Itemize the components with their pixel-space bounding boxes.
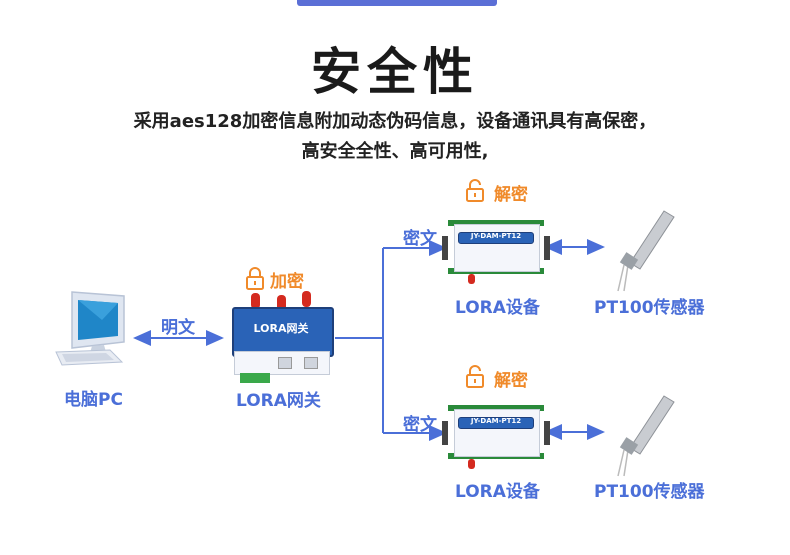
terminal-block — [240, 373, 270, 383]
lora-device-1: JY-DAM-PT12 — [442, 212, 550, 284]
gateway-screen-text: LORA网关 — [253, 322, 309, 335]
pt100-sensor-icon — [617, 395, 675, 477]
cipher-text-label-1: 密文 — [403, 229, 437, 249]
antenna-1 — [251, 293, 260, 309]
cipher-text-label-2: 密文 — [403, 415, 437, 435]
device-2-label: LORA设备 — [455, 482, 540, 502]
subtitle-line-2: 高安全全性、高可用性, — [301, 141, 489, 162]
lora-gateway-device: LORA网关 — [224, 287, 336, 387]
device-2-screen-text: JY-DAM-PT12 — [470, 417, 522, 425]
plain-text-label: 明文 — [161, 318, 195, 338]
device-1-label: LORA设备 — [455, 298, 540, 318]
page-title: 安全性 — [311, 43, 479, 101]
sensor-2-label: PT100传感器 — [594, 482, 705, 502]
subtitle-line-1: 采用aes128加密信息附加动态伪码信息，设备通讯具有高保密， — [133, 111, 657, 132]
antenna-2 — [277, 295, 286, 311]
encrypt-label: 加密 — [270, 272, 304, 292]
sensor-1-label: PT100传感器 — [594, 298, 705, 318]
antenna-3 — [302, 291, 311, 307]
decrypt-label-2: 解密 — [494, 371, 528, 391]
device-1-screen-text: JY-DAM-PT12 — [470, 232, 522, 240]
decrypt-label-1: 解密 — [494, 185, 528, 205]
lock-open-icon — [466, 365, 484, 388]
top-accent-bar — [297, 0, 497, 6]
lora-device-2: JY-DAM-PT12 — [442, 397, 550, 469]
gateway-label: LORA网关 — [236, 391, 321, 411]
lock-closed-icon — [246, 267, 264, 290]
pc-icon — [55, 291, 125, 366]
pt100-sensor-icon — [617, 210, 675, 292]
lock-open-icon — [466, 179, 484, 202]
pc-label: 电脑PC — [64, 390, 123, 410]
